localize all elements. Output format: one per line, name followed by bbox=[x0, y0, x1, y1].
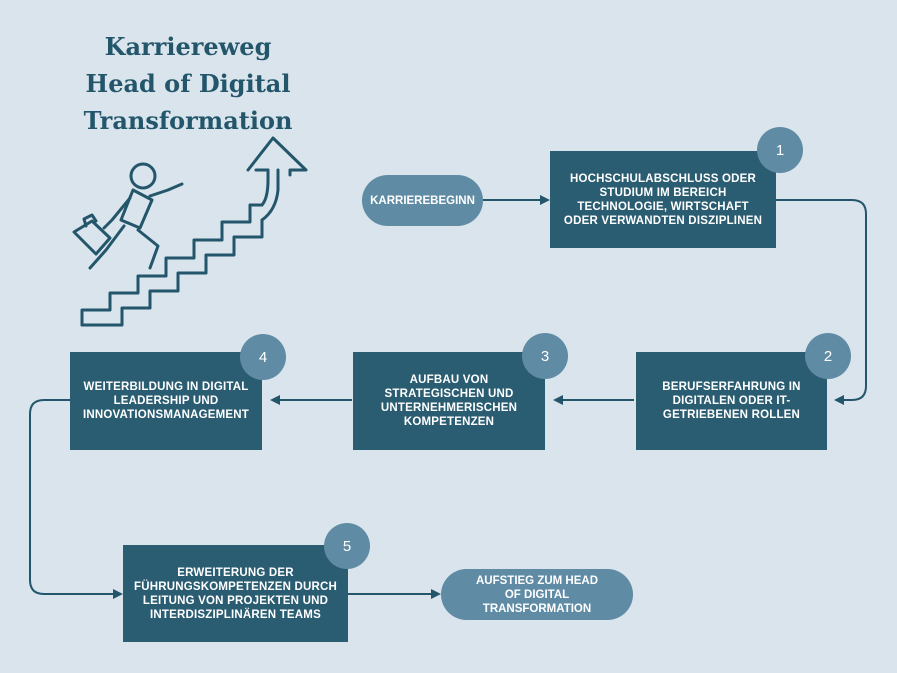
step-4-text: WEITERBILDUNG IN DIGITAL LEADERSHIP UND … bbox=[82, 381, 250, 421]
start-label: KARRIEREBEGINN bbox=[370, 194, 475, 207]
step-5-badge: 5 bbox=[324, 523, 370, 569]
diagram-title: Karriereweg Head of Digital Transformati… bbox=[60, 28, 316, 139]
title-line-3: Transformation bbox=[83, 106, 293, 135]
step-1-text: HOCHSCHULABSCHLUSS ODER STUDIUM IM BEREI… bbox=[563, 172, 763, 227]
step-3-box: AUFBAU VON STRATEGISCHEN UND UNTERNEHMER… bbox=[353, 352, 545, 450]
title-line-2: Head of Digital bbox=[85, 69, 291, 98]
step-1-badge: 1 bbox=[757, 127, 803, 173]
end-label: AUFSTIEG ZUM HEAD OF DIGITAL TRANSFORMAT… bbox=[475, 574, 599, 615]
step-5-text: ERWEITERUNG DER FÜHRUNGSKOMPETENZEN DURC… bbox=[133, 566, 338, 621]
step-5-number: 5 bbox=[342, 537, 352, 555]
step-4-badge: 4 bbox=[240, 334, 286, 380]
step-2-number: 2 bbox=[823, 347, 833, 365]
arrow-step1-to-step2 bbox=[776, 199, 867, 405]
step-3-badge: 3 bbox=[522, 333, 568, 379]
step-2-text: BERUFSERFAHRUNG IN DIGITALEN ODER IT-GET… bbox=[662, 381, 801, 421]
step-4-number: 4 bbox=[258, 348, 268, 366]
step-2-badge: 2 bbox=[805, 333, 851, 379]
step-1-box: HOCHSCHULABSCHLUSS ODER STUDIUM IM BEREI… bbox=[550, 151, 776, 248]
step-5-box: ERWEITERUNG DER FÜHRUNGSKOMPETENZEN DURC… bbox=[123, 545, 348, 642]
start-node: KARRIEREBEGINN bbox=[362, 175, 483, 226]
step-3-number: 3 bbox=[540, 347, 550, 365]
end-node: AUFSTIEG ZUM HEAD OF DIGITAL TRANSFORMAT… bbox=[441, 569, 633, 620]
arrow-step4-to-step5 bbox=[29, 399, 123, 599]
step-3-text: AUFBAU VON STRATEGISCHEN UND UNTERNEHMER… bbox=[380, 374, 518, 428]
title-line-1: Karriereweg bbox=[104, 32, 272, 61]
step-2-box: BERUFSERFAHRUNG IN DIGITALEN ODER IT-GET… bbox=[636, 352, 827, 450]
step-1-number: 1 bbox=[775, 141, 785, 159]
step-4-box: WEITERBILDUNG IN DIGITAL LEADERSHIP UND … bbox=[70, 352, 262, 450]
